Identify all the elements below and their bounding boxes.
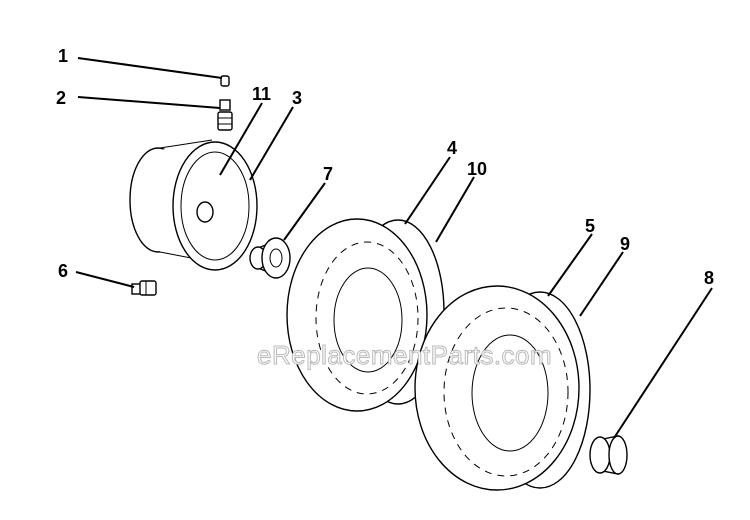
callout-4: 4	[447, 138, 457, 158]
callout-9: 9	[620, 234, 630, 254]
watermark: eReplacementParts.com	[257, 340, 552, 370]
valve-stem[interactable]	[217, 99, 233, 131]
callout-numbers: 1 2 11 3 7 4 10 6 5 9 8	[56, 46, 714, 288]
callout-6: 6	[58, 261, 68, 281]
leader-lines	[75, 57, 713, 439]
callout-3: 3	[292, 88, 302, 108]
callout-2: 2	[56, 88, 66, 108]
bushing[interactable]	[249, 237, 291, 279]
grease-fitting[interactable]	[131, 280, 157, 296]
callout-8: 8	[704, 268, 714, 288]
tire-front[interactable]	[286, 218, 445, 412]
callout-11: 11	[252, 84, 271, 104]
valve-cap[interactable]	[220, 75, 230, 87]
callout-10: 10	[467, 159, 487, 179]
wheel-rim[interactable]	[129, 139, 258, 271]
callout-5: 5	[585, 216, 595, 236]
tire-rear[interactable]	[414, 285, 594, 491]
callout-1: 1	[58, 46, 68, 66]
callout-7: 7	[323, 164, 333, 184]
hub-cap[interactable]	[589, 435, 628, 475]
